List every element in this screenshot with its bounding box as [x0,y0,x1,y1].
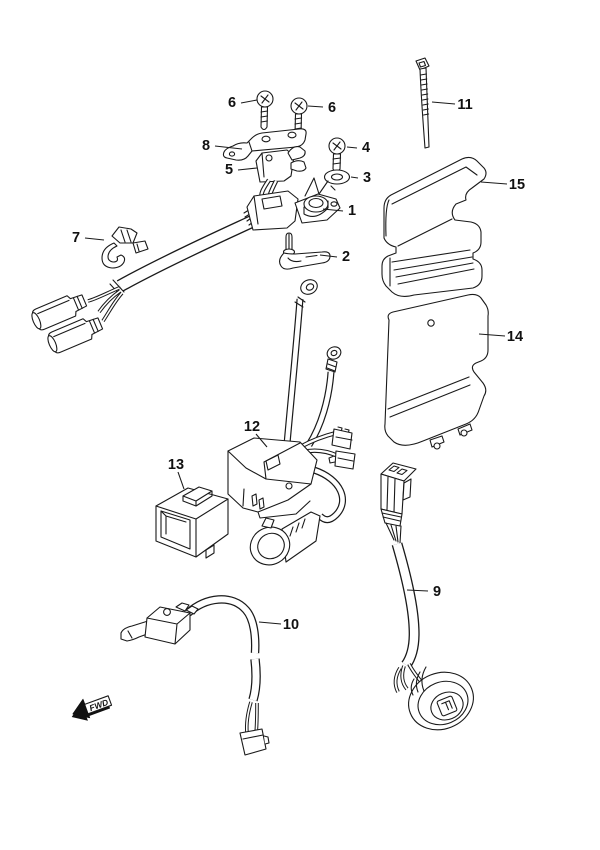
callout-6-right: 6 [328,100,336,116]
bullet-connector [31,294,88,331]
callout-9: 9 [433,584,441,600]
harness-part-9 [380,462,474,731]
callout-1: 1 [348,203,356,219]
callout-4: 4 [362,140,370,156]
terminal-part-2 [278,232,331,270]
cover-part-15 [381,156,487,298]
main-harness [31,215,256,354]
fwd-marker: FWD [71,695,113,721]
callout-14: 14 [507,329,523,345]
switch-harness-part-10 [120,595,270,756]
small-connector [328,426,356,470]
sensor-assembly-part-1 [243,177,341,231]
callout-12: 12 [244,419,260,435]
callout-labels: 1 2 3 4 5 6 6 7 8 9 10 11 12 13 14 15 [72,95,525,633]
callout-5: 5 [225,162,233,178]
callout-6-left: 6 [228,95,236,111]
washer-part-3 [323,169,351,185]
ecu-part-14 [384,293,489,450]
rectifier-part-12 [227,279,356,566]
fitting-direction-mark [304,177,329,197]
callout-15: 15 [509,177,525,193]
clamp-part-7 [101,226,149,269]
callout-13: 13 [168,457,184,473]
bolt-part-4 [328,137,346,173]
relay-part-13 [155,486,229,559]
sensor-part-5 [255,146,307,183]
callout-7: 7 [72,230,80,246]
callout-10: 10 [283,617,299,633]
callout-11: 11 [457,97,472,113]
round-connector [249,511,321,566]
callout-3: 3 [363,170,371,186]
callout-2: 2 [342,249,350,265]
screw-part-6-left [256,90,274,131]
leader-lines [84,99,508,625]
bracket-part-8 [222,128,307,161]
callout-8: 8 [202,138,210,154]
bullet-connector [47,317,104,354]
cable-tie-part-11 [415,57,430,149]
plug-keyway [436,695,458,717]
